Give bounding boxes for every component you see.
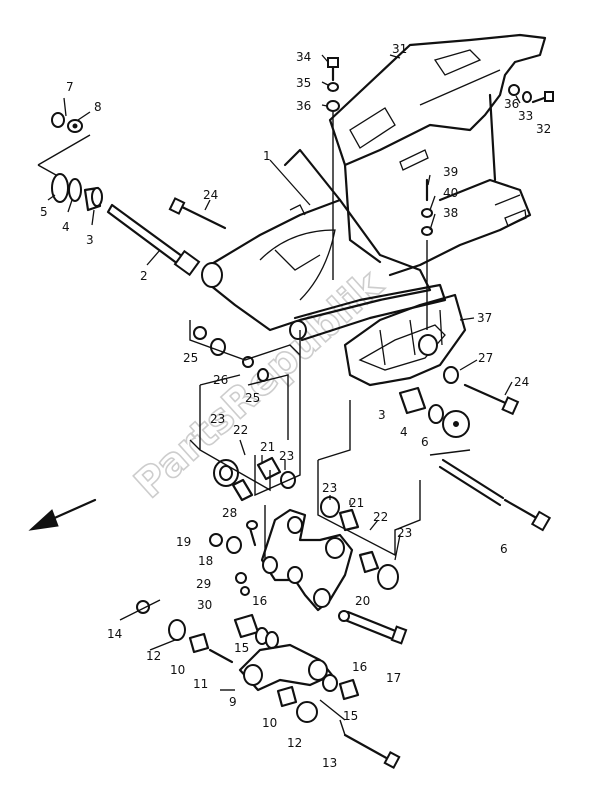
callout-9: 9 bbox=[229, 695, 237, 709]
callout-21b: 21 bbox=[349, 496, 364, 510]
callout-23b: 23 bbox=[279, 449, 294, 463]
swingarm-part[interactable] bbox=[201, 33, 547, 342]
watermark: PartsRepublik bbox=[126, 261, 392, 507]
callout-4b: 4 bbox=[400, 425, 408, 439]
bolt-part-24-upper[interactable] bbox=[168, 197, 227, 230]
bolt-set-32-33-36[interactable] bbox=[508, 84, 554, 104]
callout-12b: 12 bbox=[287, 736, 302, 750]
callout-26: 26 bbox=[213, 373, 228, 387]
callout-35: 35 bbox=[296, 76, 311, 90]
bushing-set-15-16-upper[interactable] bbox=[233, 613, 279, 649]
callout-32: 32 bbox=[536, 122, 551, 136]
callout-37: 37 bbox=[477, 311, 492, 325]
callout-21a: 21 bbox=[260, 440, 275, 454]
callout-20: 20 bbox=[355, 594, 370, 608]
callout-30: 30 bbox=[197, 598, 212, 612]
callout-23a: 23 bbox=[210, 412, 225, 426]
callout-39: 39 bbox=[443, 165, 458, 179]
long-bolt-part-6[interactable] bbox=[438, 458, 552, 532]
callout-29: 29 bbox=[196, 577, 211, 591]
bushing-set-22-23-left[interactable] bbox=[213, 459, 254, 502]
callout-27: 27 bbox=[478, 351, 493, 365]
callout-10b: 10 bbox=[262, 716, 277, 730]
callout-36a: 36 bbox=[296, 99, 311, 113]
callout-15a: 15 bbox=[234, 641, 249, 655]
callout-15b: 15 bbox=[343, 709, 358, 723]
callout-25b: 25 bbox=[245, 391, 260, 405]
callout-1: 1 bbox=[263, 149, 271, 163]
relay-arm-part-20[interactable] bbox=[260, 508, 354, 612]
callout-14: 14 bbox=[107, 627, 122, 641]
callout-labels: 7 8 5 4 3 2 24 1 34 35 36 31 36 33 32 39… bbox=[40, 42, 551, 770]
callout-11: 11 bbox=[193, 677, 208, 691]
chain-guide-part-37[interactable] bbox=[343, 293, 467, 387]
leader-lines bbox=[37, 54, 521, 736]
callout-31: 31 bbox=[392, 42, 407, 56]
bolt-part-24-right[interactable] bbox=[463, 383, 520, 416]
callout-24b: 24 bbox=[514, 375, 529, 389]
callout-12a: 12 bbox=[146, 649, 161, 663]
bushing-set-10-11-12-14[interactable] bbox=[136, 600, 234, 664]
callout-36b: 36 bbox=[504, 97, 519, 111]
callout-23d: 23 bbox=[397, 526, 412, 540]
callout-13: 13 bbox=[322, 756, 337, 770]
callout-34: 34 bbox=[296, 50, 311, 64]
callout-4a: 4 bbox=[62, 220, 70, 234]
bolt-set-18-19-28-29-30[interactable] bbox=[209, 520, 258, 596]
left-bushing-parts[interactable] bbox=[51, 173, 103, 212]
callout-16a: 16 bbox=[252, 594, 267, 608]
link-part-9[interactable] bbox=[238, 643, 334, 692]
callout-33: 33 bbox=[518, 109, 533, 123]
bushing-set-3-4-6-right[interactable] bbox=[398, 366, 470, 438]
callout-28: 28 bbox=[222, 506, 237, 520]
front-arrow-icon bbox=[28, 498, 97, 531]
callout-19: 19 bbox=[176, 535, 191, 549]
callout-40: 40 bbox=[443, 186, 458, 200]
callout-3b: 3 bbox=[378, 408, 386, 422]
callout-22a: 22 bbox=[233, 423, 248, 437]
callout-18: 18 bbox=[198, 554, 213, 568]
callout-5: 5 bbox=[40, 205, 48, 219]
callout-8: 8 bbox=[94, 100, 102, 114]
callout-24a: 24 bbox=[203, 188, 218, 202]
bolt-set-34-35-36[interactable] bbox=[326, 57, 340, 112]
callout-10a: 10 bbox=[170, 663, 185, 677]
callout-3a: 3 bbox=[86, 233, 94, 247]
callout-6b: 6 bbox=[500, 542, 508, 556]
bushing-set-15-16-lower[interactable] bbox=[322, 674, 360, 701]
pivot-shaft-part-2[interactable] bbox=[106, 203, 201, 277]
callout-6a: 6 bbox=[421, 435, 429, 449]
nut-washer-parts[interactable] bbox=[51, 112, 83, 133]
callout-2: 2 bbox=[140, 269, 148, 283]
callout-38: 38 bbox=[443, 206, 458, 220]
bushing-set-10-12-13-lower[interactable] bbox=[276, 685, 401, 769]
rod-part-17[interactable] bbox=[338, 610, 408, 645]
callout-17: 17 bbox=[386, 671, 401, 685]
callout-25a: 25 bbox=[183, 351, 198, 365]
callout-22b: 22 bbox=[373, 510, 388, 524]
bolt-set-38-39-40[interactable] bbox=[421, 178, 433, 236]
callout-23c: 23 bbox=[322, 481, 337, 495]
callout-7: 7 bbox=[66, 80, 74, 94]
callout-16b: 16 bbox=[352, 660, 367, 674]
